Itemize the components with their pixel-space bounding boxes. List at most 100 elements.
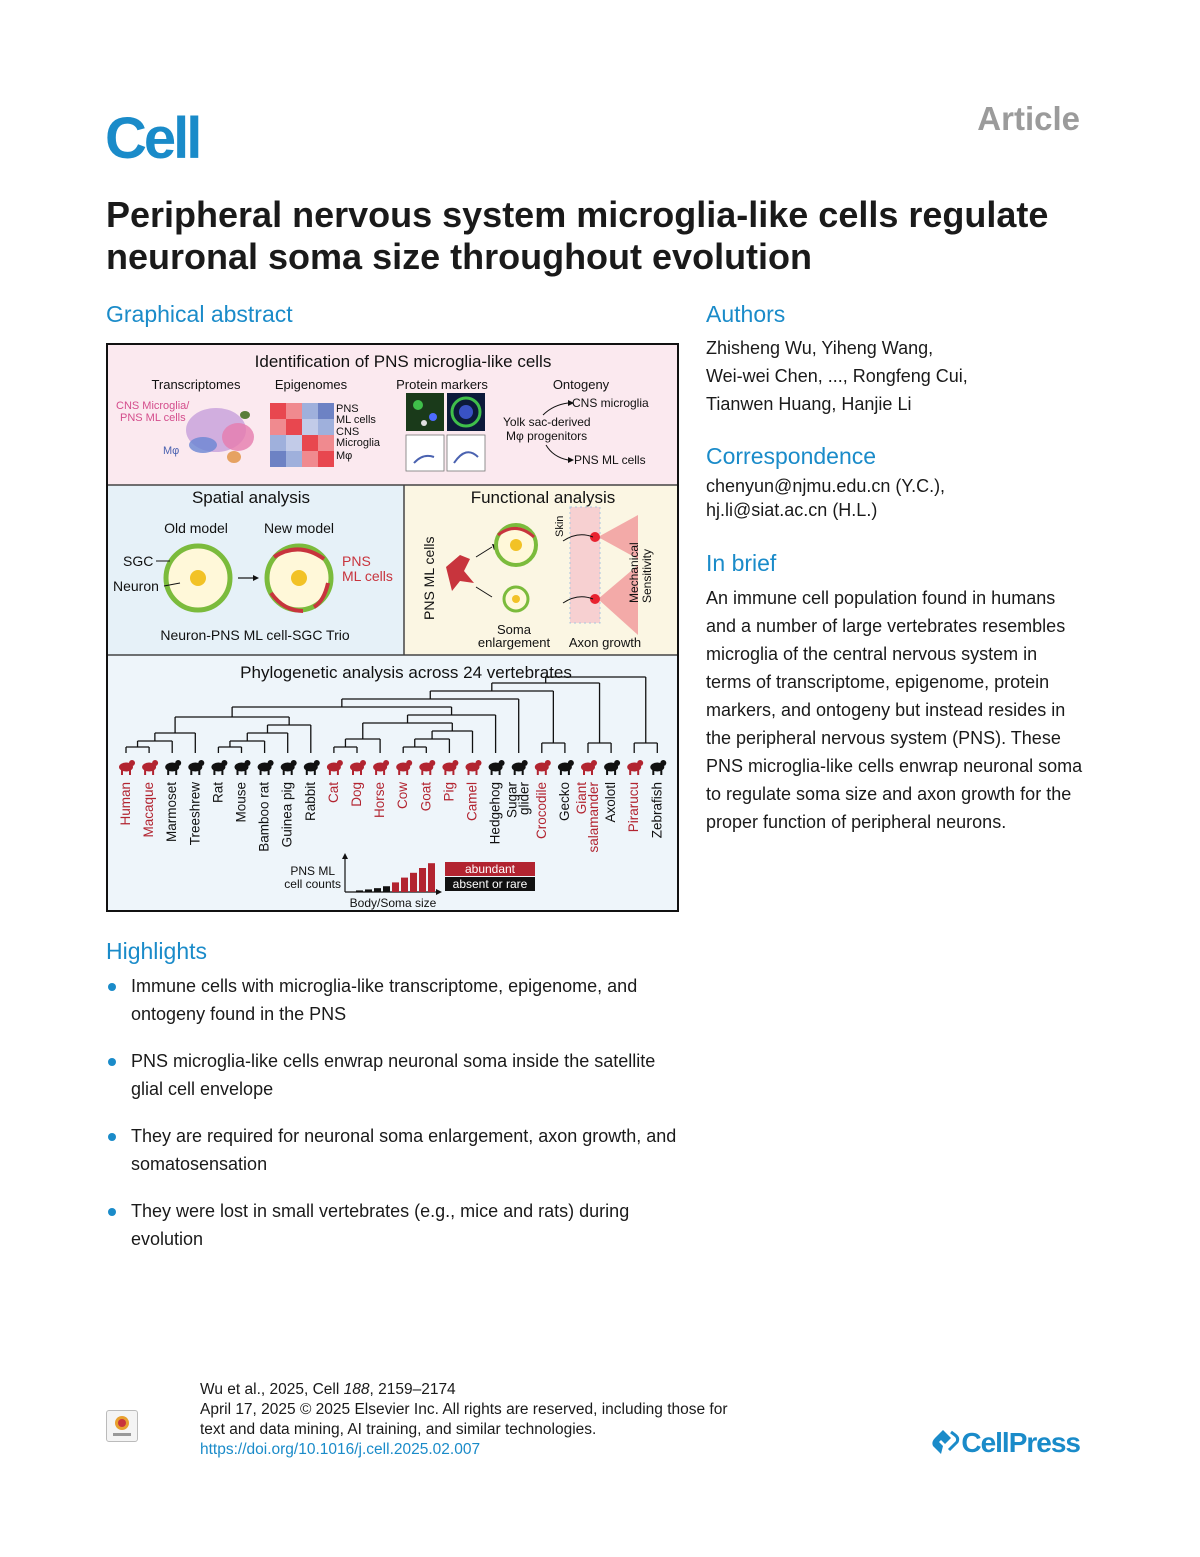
heatmap-legend-pns: PNS <box>336 403 359 415</box>
species-label: Pig <box>441 782 456 802</box>
species-label: Horse <box>372 782 387 818</box>
species-icon <box>373 760 390 775</box>
species-label: Mouse <box>234 782 249 823</box>
citation-footer: Wu et al., 2025, Cell 188, 2159–2174 Apr… <box>200 1380 820 1460</box>
check-for-updates-icon[interactable] <box>106 1410 138 1442</box>
species-label: Cow <box>395 782 410 809</box>
doi-link[interactable]: https://doi.org/10.1016/j.cell.2025.02.0… <box>200 1441 481 1458</box>
species-icon <box>557 760 574 775</box>
journal-logo: Cell <box>105 106 202 171</box>
species-label: Goat <box>418 782 433 812</box>
species-icon <box>488 760 505 775</box>
species-label: Rabbit <box>303 782 318 821</box>
highlight-item: They were lost in small vertebrates (e.g… <box>106 1197 686 1253</box>
species-label: Dog <box>349 782 364 807</box>
size-bar <box>392 882 399 892</box>
bullet-icon <box>108 1058 116 1066</box>
species-icon <box>280 760 297 775</box>
neuron-label: Neuron <box>113 578 159 594</box>
species-icon <box>142 760 159 775</box>
species-label: Bamboo rat <box>257 782 272 852</box>
col-ontogeny: Ontogeny <box>553 377 610 392</box>
species-icon <box>627 760 644 775</box>
old-model-label: Old model <box>164 520 228 536</box>
sensitivity-label: Sensitivity <box>640 549 654 603</box>
species-icon <box>534 760 551 775</box>
enlarged-soma-icon <box>494 523 538 567</box>
bullet-icon <box>108 983 116 991</box>
size-bar <box>410 872 417 892</box>
heatmap-legend-mphi: Mφ <box>336 450 352 462</box>
heatmap-legend-cns: CNS <box>336 426 359 438</box>
email-link-li[interactable]: hj.li@siat.ac.cn (H.L.) <box>706 500 878 520</box>
mechanical-label: Mechanical <box>627 542 641 603</box>
species-icon <box>326 760 343 775</box>
rights-line: text and data mining, AI training, and s… <box>200 1421 597 1438</box>
legend-abundant-swatch <box>445 862 535 876</box>
species-icon <box>188 760 205 775</box>
heatmap-legend-microglia: Microglia <box>336 437 381 449</box>
old-model-neuron-icon <box>163 543 233 613</box>
highlights-list: Immune cells with microglia-like transcr… <box>106 972 686 1272</box>
pns-label: PNS <box>342 553 371 569</box>
new-model-neuron-icon <box>264 543 334 613</box>
mphi-label: Mφ <box>163 445 179 457</box>
species-icon <box>234 760 251 775</box>
species-icon <box>465 760 482 775</box>
panel2-title: Spatial analysis <box>192 488 310 507</box>
graphical-abstract-heading: Graphical abstract <box>106 301 293 327</box>
authors-line: Tianwen Huang, Hanjie Li <box>706 394 912 414</box>
size-bar <box>356 890 363 892</box>
species-icon <box>257 760 274 775</box>
correspondence-emails: chenyun@njmu.edu.cn (Y.C.), hj.li@siat.a… <box>706 474 1106 522</box>
soma-label-2: enlargement <box>478 635 551 650</box>
epigenome-heatmap <box>270 403 334 467</box>
size-bar <box>374 888 381 892</box>
highlight-text: Immune cells with microglia-like transcr… <box>131 976 638 1024</box>
x-axis-label: Body/Soma size <box>350 896 437 910</box>
ontogeny-pns-ml: PNS ML cells <box>574 453 646 467</box>
species-icon <box>650 760 667 775</box>
article-type-label: Article <box>977 100 1080 137</box>
in-brief-heading: In brief <box>706 550 777 576</box>
species-icon <box>211 760 228 775</box>
small-soma-icon <box>502 585 530 613</box>
panel3-title: Functional analysis <box>471 488 616 507</box>
species-label: Hedgehog <box>488 782 503 844</box>
in-brief-text: An immune cell population found in human… <box>706 588 1083 832</box>
authors-heading: Authors <box>706 301 786 327</box>
cellpress-logo: CellPress <box>931 1427 1081 1459</box>
size-bar <box>401 877 408 892</box>
graphical-abstract-figure: Identification of PNS microglia-like cel… <box>108 345 677 910</box>
species-label: Treeshrew <box>187 782 202 846</box>
phylogenetic-tree <box>125 676 658 753</box>
species-label: Giant <box>574 782 589 815</box>
ontogeny-cns-microglia: CNS microglia <box>572 396 649 410</box>
cns-microglia-label: CNS Microglia/ <box>116 400 190 412</box>
bullet-icon <box>108 1133 116 1141</box>
protein-marker-images <box>405 393 486 472</box>
species-icon <box>511 760 528 775</box>
species-label: glider <box>517 782 532 816</box>
y-axis-label-2: cell counts <box>284 877 341 891</box>
species-label: Cat <box>326 782 341 803</box>
species-icon <box>604 760 621 775</box>
correspondence-heading: Correspondence <box>706 443 877 469</box>
skin-axon-icon <box>562 506 638 635</box>
highlight-item: They are required for neuronal soma enla… <box>106 1122 686 1178</box>
col-transcriptomes: Transcriptomes <box>151 377 241 392</box>
umap-plot-icon <box>186 408 254 463</box>
species-label: Guinea pig <box>280 782 295 847</box>
highlights-heading: Highlights <box>106 938 207 964</box>
species-label: Sugar <box>505 782 520 819</box>
size-bar <box>428 863 435 892</box>
highlight-item: PNS microglia-like cells enwrap neuronal… <box>106 1047 686 1103</box>
highlight-text: They are required for neuronal soma enla… <box>131 1126 677 1174</box>
species-label: Camel <box>465 782 480 821</box>
species-label: Gecko <box>557 782 572 821</box>
email-link-chen[interactable]: chenyun@njmu.edu.cn (Y.C.), <box>706 476 946 496</box>
col-protein-markers: Protein markers <box>396 377 488 392</box>
species-icon <box>119 760 135 775</box>
species-label: salamander <box>586 782 601 853</box>
